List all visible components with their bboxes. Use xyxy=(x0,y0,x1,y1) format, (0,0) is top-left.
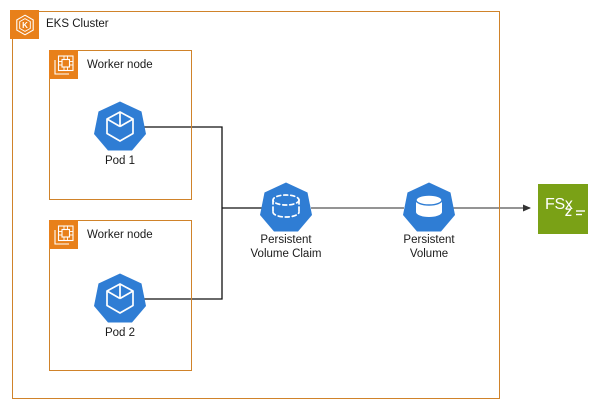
worker-node-2-icon xyxy=(49,220,78,249)
worker-node-1-label: Worker node xyxy=(87,59,153,71)
persistent-volume-label: Persistent Volume xyxy=(403,234,455,260)
aws-fsx-icon[interactable]: FSx Z xyxy=(538,184,588,234)
persistent-volume-claim-label: Persistent Volume Claim xyxy=(250,234,322,260)
svg-text:K: K xyxy=(22,21,28,30)
kubernetes-pvc-icon[interactable] xyxy=(259,181,313,233)
kubernetes-pod-icon[interactable] xyxy=(93,100,147,152)
kubernetes-pv-icon[interactable] xyxy=(402,181,456,233)
fsx-logo-text: FSx xyxy=(545,196,573,213)
eks-cluster-icon: K xyxy=(10,10,39,39)
pod-2-label: Pod 2 xyxy=(104,327,136,339)
worker-node-1-boundary xyxy=(49,50,192,200)
worker-node-2-label: Worker node xyxy=(87,229,153,241)
pod-1-label: Pod 1 xyxy=(104,155,136,167)
kubernetes-pod-icon[interactable] xyxy=(93,272,147,324)
worker-node-1-icon xyxy=(49,50,78,79)
worker-node-2-boundary xyxy=(49,220,192,371)
fsx-logo-subscript: Z xyxy=(565,207,572,219)
eks-cluster-boundary xyxy=(12,11,500,399)
eks-cluster-label: EKS Cluster xyxy=(46,18,109,30)
fsx-lines-icon xyxy=(576,210,585,216)
